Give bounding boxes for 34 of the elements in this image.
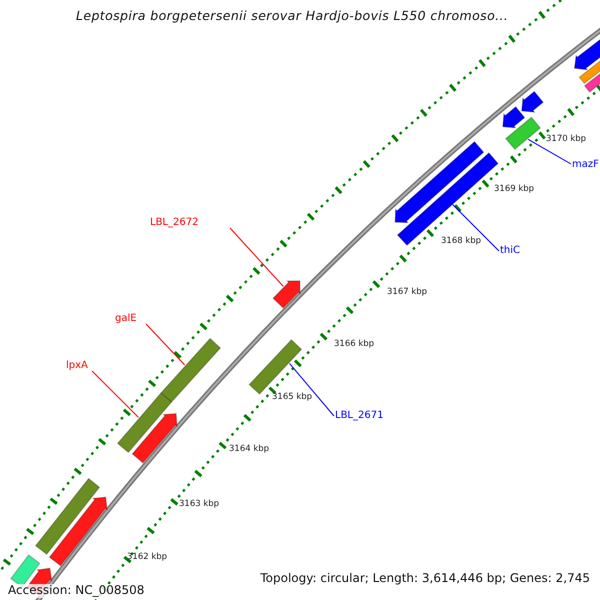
scale-label: 3163 kbp [179,500,220,510]
scale-label: 3170 kbp [546,135,586,145]
leader-line [92,370,139,418]
gene-feature [502,106,526,128]
gene-label: LBL_2672 [150,217,198,228]
scale-label: 3162 kbp [127,553,168,563]
gene-feature [34,478,100,555]
leader-line [528,138,572,164]
scale-label: 3167 kbp [387,288,428,298]
scale-label: 3168 kbp [441,237,482,247]
gene-feature [116,392,172,454]
gene-feature [521,90,544,113]
gene-label: mazF [572,159,599,170]
leader-line [146,324,186,366]
gene-feature [132,413,178,464]
gene-label: thiC [500,245,520,256]
leader-line [289,362,334,416]
scale-label: 3166 kbp [334,340,374,350]
accession-text: Accession: NC_008508 [8,584,144,598]
leader-line [230,228,284,287]
gene-feature [48,496,108,566]
scale-label: 3164 kbp [229,445,270,455]
title: Leptospira borgpetersenii serovar Hardjo-bovis L550 chromoso... [76,9,508,24]
gene-label: galE [115,313,137,324]
leader-line [452,204,500,252]
gene-feature [394,140,484,224]
scale-label: 3165 kbp [272,393,312,403]
gene-label: lpxA [66,360,88,372]
gene-feature [160,338,222,403]
gene-label: LBL_2671 [335,410,384,422]
gene-feature [505,116,541,150]
scale-label: 3169 kbp [494,185,534,195]
gene-feature [272,280,300,309]
genome-info-text: Topology: circular; Length: 3,614,446 bp; Genes: 2,745 [260,572,590,586]
